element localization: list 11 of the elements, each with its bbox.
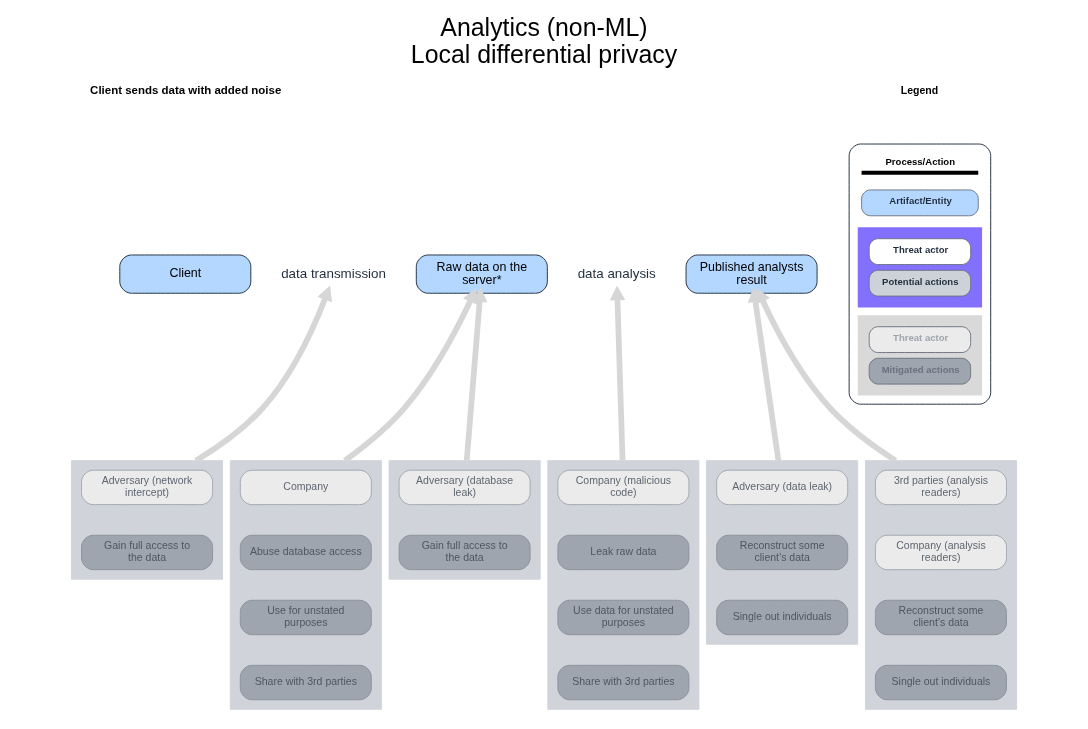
label: Legend xyxy=(900,84,939,97)
diagram-title: Analytics (non-ML) xyxy=(440,12,648,41)
legend-label: Artifact/Entity xyxy=(889,195,952,207)
node-text: data analysis xyxy=(577,265,656,281)
label: Client sends data with added noise xyxy=(90,84,282,97)
legend-label: Threat actor xyxy=(893,244,949,256)
node-text: data transmission xyxy=(281,265,386,281)
legend-label: Process/Action xyxy=(885,156,955,168)
caption: Local differential privacy xyxy=(410,40,678,69)
legend-label: Potential actions xyxy=(882,275,959,287)
legend-label: Threat actor xyxy=(893,332,949,344)
